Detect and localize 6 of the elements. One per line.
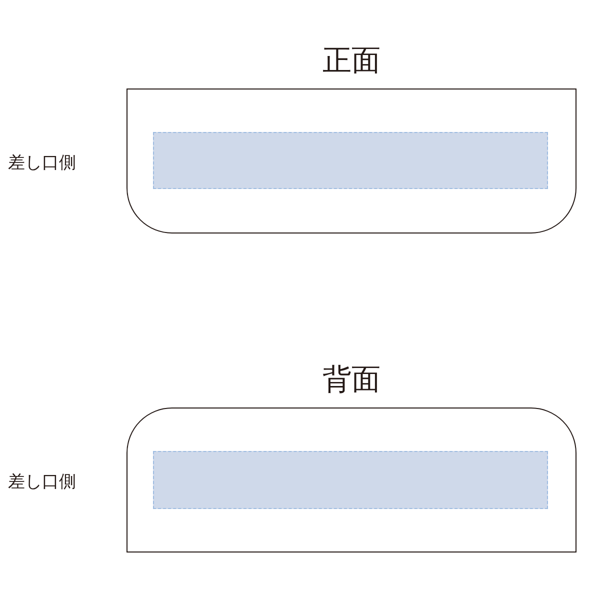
view-heading: 正面 (322, 42, 382, 78)
side-label: 差し口側 (8, 152, 76, 174)
print-area (153, 451, 548, 509)
view-heading: 背面 (322, 361, 382, 397)
side-label: 差し口側 (8, 471, 76, 493)
print-area (153, 132, 548, 189)
